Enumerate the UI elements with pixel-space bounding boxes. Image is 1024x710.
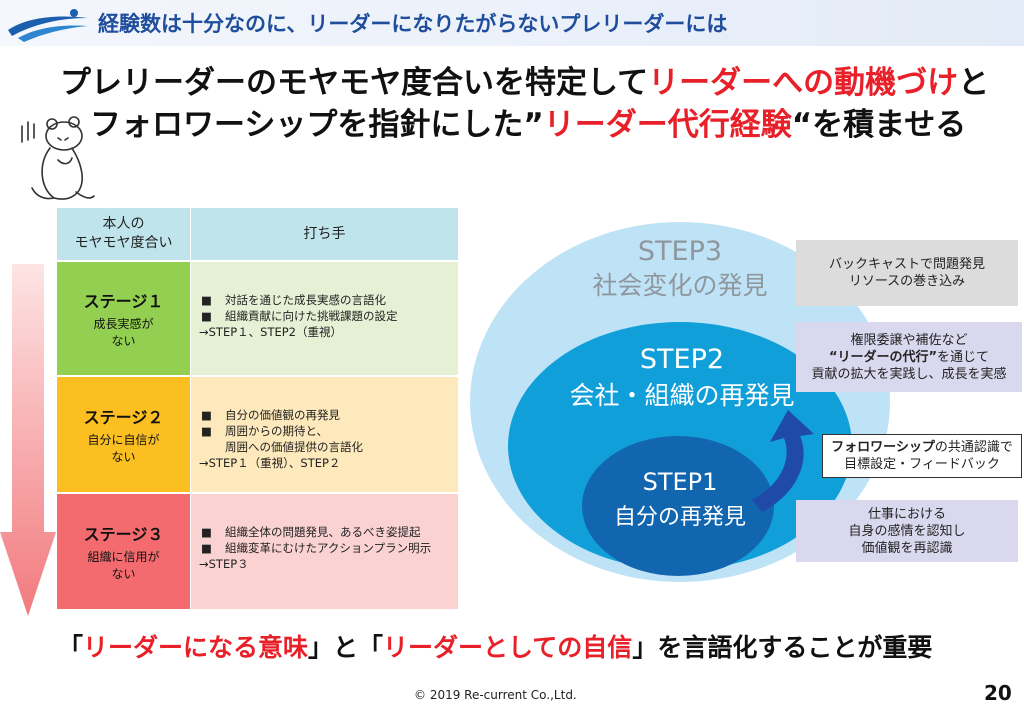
table-header-measures: 打ち手	[191, 208, 459, 262]
headline: プレリーダーのモヤモヤ度合いを特定してリーダーへの動機づけと フォロワーシップを…	[60, 62, 1020, 146]
bullet-icon: ■	[201, 541, 212, 555]
step3-title: STEP3	[638, 236, 722, 267]
key-message-text: 「	[58, 633, 84, 662]
key-message-emphasis: リーダーになる意味	[83, 633, 309, 662]
measure-item-continuation: 周囲への価値提供の言語化	[225, 440, 363, 454]
step3-subtitle: 社会変化の発見	[592, 271, 767, 300]
measure-item: 組織変革にむけたアクションプラン明示	[225, 541, 432, 555]
followership-callout: フォロワーシップの共通認識で 目標設定・フィードバック	[822, 434, 1022, 478]
bullet-icon: ■	[201, 525, 212, 539]
step1-circle	[582, 436, 774, 576]
callout-line: 価値観を再認識	[861, 540, 953, 556]
callout-line: 自身の感情を認知し	[848, 523, 966, 539]
stage-description: 成長実感が ない	[93, 316, 154, 348]
callout-line: バックキャストで問題発見	[828, 257, 985, 272]
callout-line: を通じて	[937, 349, 990, 365]
company-logo-icon	[8, 9, 88, 42]
step-circles-diagram: STEP3 社会変化の発見 STEP2 会社・組織の再発見 STEP1 自分の再…	[470, 222, 890, 582]
table-header-level: 本人の モヤモヤ度合い	[57, 208, 191, 262]
table-row: ステージ３ 組織に信用が ない ■ 組織全体の問題発見、あるべき姿提起 ■ 組織変革…	[57, 494, 459, 611]
bullet-icon: ■	[201, 408, 212, 422]
stage-description: 自分に自信が ない	[87, 432, 160, 464]
callout-line: の共通認識で	[934, 440, 1013, 455]
key-message-text: 」と「	[308, 633, 384, 662]
page-number: 20	[984, 681, 1012, 705]
step2-callout: 権限委譲や補佐など “リーダーの代行”を通じて 貢献の拡大を実践し、成長を実感	[796, 322, 1022, 392]
stage-name: ステージ１	[83, 291, 164, 311]
header-band	[0, 0, 1024, 46]
stage-label-cell: ステージ１ 成長実感が ない	[57, 262, 191, 377]
callout-line: 仕事における	[867, 506, 946, 522]
step1-callout: 仕事における 自身の感情を認知し 価値観を再認識	[796, 500, 1018, 562]
key-message-emphasis: リーダーとしての自信	[383, 633, 633, 662]
table-row: ステージ１ 成長実感が ない ■ 対話を通じた成長実感の言語化 ■ 組織貢献に向けた…	[57, 262, 459, 377]
stage-name: ステージ２	[83, 407, 164, 427]
measure-item: 自分の価値観の再発見	[225, 408, 340, 422]
bullet-icon: ■	[201, 293, 212, 307]
bullet-icon: ■	[201, 424, 212, 438]
table-row: ステージ２ 自分に自信が ない ■ 自分の価値観の再発見 ■ 周囲からの期待と、 周…	[57, 377, 459, 494]
headline-text: フォロワーシップを指針にした”	[90, 107, 544, 143]
step-reference: →STEP１、STEP2（重視）	[199, 325, 343, 339]
stage-name: ステージ３	[83, 524, 164, 544]
worried-mouse-icon	[21, 116, 95, 200]
step1-subtitle: 自分の再発見	[614, 505, 746, 530]
headline-emphasis: リーダー代行経験	[543, 107, 792, 143]
stage-measures-cell: ■ 組織全体の問題発見、あるべき姿提起 ■ 組織変革にむけたアクションプラン明示 →…	[191, 494, 459, 611]
bullet-icon: ■	[201, 309, 212, 323]
step3-callout: バックキャストで問題発見 リソースの巻き込み	[796, 240, 1018, 306]
headline-text: と	[958, 65, 990, 101]
callout-emphasis: “リーダーの代行”	[828, 349, 938, 365]
callout-line: 目標設定・フィードバック	[844, 457, 1000, 472]
stage-label-cell: ステージ２ 自分に自信が ない	[57, 377, 191, 494]
stage-table: 本人の モヤモヤ度合い 打ち手 ステージ１ 成長実感が ない ■ 対話を通じた成長…	[57, 208, 459, 611]
stage-description: 組織に信用が ない	[87, 549, 160, 581]
callout-line: 権限委譲や補佐など	[850, 332, 968, 348]
measure-item: 対話を通じた成長実感の言語化	[225, 293, 386, 307]
header-title: 経験数は十分なのに、リーダーになりたがらないプレリーダーには	[98, 12, 728, 36]
callout-line: リソースの巻き込み	[848, 274, 966, 289]
copyright: © 2019 Re-current Co.,Ltd.	[414, 688, 577, 702]
callout-line: 貢献の拡大を実践し、成長を実感	[811, 366, 1007, 382]
step2-title: STEP2	[640, 344, 724, 375]
measure-item: 周囲からの期待と、	[225, 424, 329, 438]
headline-text: “を積ませる	[791, 107, 967, 143]
headline-line-2: フォロワーシップを指針にした”リーダー代行経験“を積ませる	[60, 104, 1020, 146]
key-message-text: 」を言語化することが重要	[632, 633, 933, 662]
stage-measures-cell: ■ 自分の価値観の再発見 ■ 周囲からの期待と、 周囲への価値提供の言語化 →STE…	[191, 377, 459, 494]
callout-emphasis: フォロワーシップ	[831, 440, 935, 455]
growth-arrow-icon	[752, 410, 814, 512]
step-reference: →STEP１（重視）、STEP２	[199, 456, 341, 470]
table-header-row: 本人の モヤモヤ度合い 打ち手	[57, 208, 459, 262]
down-arrow-icon	[0, 264, 56, 616]
step-reference: →STEP３	[199, 557, 249, 571]
headline-line-1: プレリーダーのモヤモヤ度合いを特定してリーダーへの動機づけと	[60, 62, 1020, 104]
step2-subtitle: 会社・組織の再発見	[569, 381, 794, 410]
stage-label-cell: ステージ３ 組織に信用が ない	[57, 494, 191, 611]
headline-text: プレリーダーのモヤモヤ度合いを特定して	[60, 65, 649, 101]
measure-item: 組織全体の問題発見、あるべき姿提起	[225, 525, 421, 539]
key-message: 「リーダーになる意味」と「リーダーとしての自信」を言語化することが重要	[58, 628, 932, 664]
headline-emphasis: リーダーへの動機づけ	[648, 65, 959, 101]
measure-item: 組織貢献に向けた挑戦課題の設定	[225, 309, 398, 323]
stage-measures-cell: ■ 対話を通じた成長実感の言語化 ■ 組織貢献に向けた挑戦課題の設定 →STEP１、…	[191, 262, 459, 377]
step1-title: STEP1	[643, 468, 718, 496]
